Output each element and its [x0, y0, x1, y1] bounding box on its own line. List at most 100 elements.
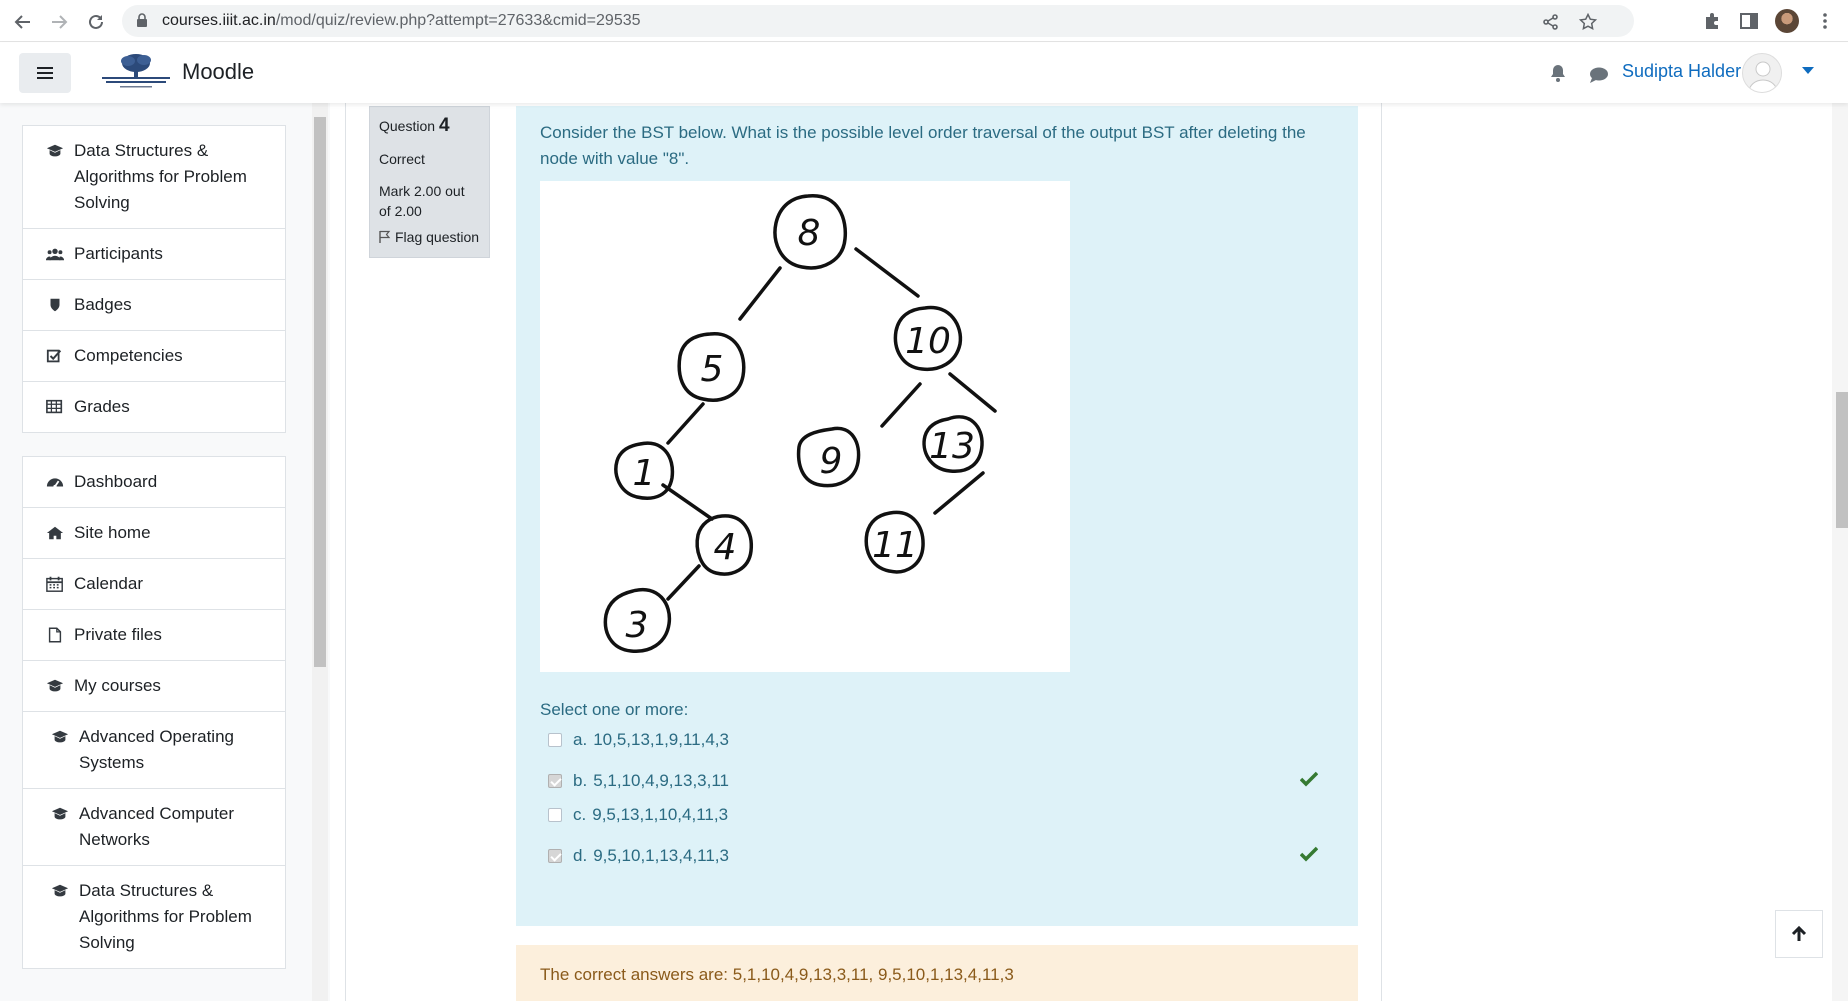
question-number: Question 4: [379, 115, 480, 137]
forward-arrow-icon[interactable]: [46, 9, 72, 35]
question-number-value: 4: [438, 115, 450, 136]
url-host: courses.iiit.ac.in: [162, 12, 276, 29]
drawer-scrollbar-thumb[interactable]: [314, 117, 326, 667]
back-to-top-button[interactable]: [1775, 910, 1823, 958]
bst-node-label: 9: [820, 441, 843, 482]
url-text: courses.iiit.ac.in/mod/quiz/review.php?a…: [162, 12, 641, 30]
drawer-item-label: Site home: [74, 523, 151, 542]
bst-edge: [738, 266, 782, 321]
drawer-item-label: Advanced Operating Systems: [79, 727, 234, 772]
answer-checkbox[interactable]: [548, 808, 562, 822]
table-icon: [46, 399, 63, 414]
site-brand[interactable]: Moodle: [182, 59, 255, 84]
extensions-puzzle-icon[interactable]: [1702, 10, 1724, 32]
question-mark: Mark 2.00 out of 2.00: [379, 183, 465, 219]
reload-icon[interactable]: [83, 9, 109, 35]
shield-icon: [50, 298, 60, 312]
answer-option-a[interactable]: a. 10,5,13,1,9,11,4,3: [548, 726, 1338, 754]
drawer-item-competencies[interactable]: Competencies: [23, 331, 285, 382]
answer-letter: a.: [573, 730, 588, 749]
drawer-item-grades[interactable]: Grades: [23, 382, 285, 432]
bst-node-circle: [922, 415, 984, 473]
answer-option-d[interactable]: d. 9,5,10,1,13,4,11,3: [548, 842, 1338, 870]
drawer-item-my-courses[interactable]: My courses: [23, 661, 285, 712]
drawer-item-label: Data Structures & Algorithms for Problem…: [79, 881, 252, 952]
flag-question-label: Flag question: [395, 229, 480, 245]
flag-question-button[interactable]: Flag question: [379, 229, 480, 245]
institute-logo[interactable]: [98, 51, 174, 93]
lock-icon: [137, 13, 147, 27]
answer-text: 9,5,10,1,13,4,11,3: [593, 846, 729, 865]
bst-node-circle: [773, 194, 848, 270]
arrow-up-icon: [1791, 925, 1807, 941]
drawer-item-course-acn[interactable]: Advanced Computer Networks: [23, 789, 285, 866]
bst-node-label: 4: [714, 527, 737, 568]
dashboard-icon: [46, 478, 64, 489]
answer-text: 5,1,10,4,9,13,3,11: [593, 771, 729, 790]
question-info-panel: Question 4 Correct Mark 2.00 out of 2.00…: [369, 106, 490, 258]
back-arrow-icon[interactable]: [10, 9, 36, 35]
drawer-item-label: Grades: [74, 397, 130, 416]
address-bar[interactable]: courses.iiit.ac.in/mod/quiz/review.php?a…: [122, 5, 1634, 37]
drawer-toggle-button[interactable]: [19, 53, 71, 93]
share-icon[interactable]: [1542, 13, 1560, 31]
question-state: Correct: [379, 151, 425, 167]
drawer-item-label: Calendar: [74, 574, 143, 593]
calendar-icon: [46, 576, 63, 592]
side-panel-icon[interactable]: [1738, 10, 1760, 32]
notification-bell-icon[interactable]: [1548, 63, 1568, 83]
drawer-item-dashboard[interactable]: Dashboard: [23, 457, 285, 508]
drawer-item-badges[interactable]: Badges: [23, 280, 285, 331]
messages-icon[interactable]: [1588, 65, 1610, 85]
home-icon: [46, 526, 64, 540]
drawer-item-course-dsa[interactable]: Data Structures & Algorithms for Problem…: [23, 866, 285, 968]
bst-node-label: 11: [872, 525, 918, 566]
answer-option-c[interactable]: c. 9,5,13,1,10,4,11,3: [548, 801, 1338, 829]
correct-check-icon: [1300, 771, 1318, 787]
drawer-item-course[interactable]: Data Structures & Algorithms for Problem…: [23, 126, 285, 229]
page-scrollbar-track[interactable]: [1832, 103, 1848, 1001]
answer-letter: b.: [573, 771, 588, 790]
drawer-item-participants[interactable]: Participants: [23, 229, 285, 280]
drawer-item-site-home[interactable]: Site home: [23, 508, 285, 559]
site-nav-group: Dashboard Site home Calendar Private fil…: [22, 456, 286, 969]
user-name[interactable]: Sudipta Halder: [1622, 61, 1742, 81]
answer-option-b[interactable]: b. 5,1,10,4,9,13,3,11: [548, 767, 1338, 795]
bst-node-label: 8: [798, 213, 821, 254]
bst-node-circle: [864, 510, 925, 574]
content-divider: [345, 103, 346, 1001]
graduation-cap-icon: [46, 144, 64, 157]
answer-prompt: Select one or more:: [540, 700, 689, 719]
graduation-cap-icon: [46, 679, 64, 692]
bst-node-label: 10: [905, 321, 951, 362]
bst-edge: [666, 564, 701, 601]
content-divider: [1381, 103, 1382, 1001]
drawer-item-label: Participants: [74, 244, 163, 263]
browser-profile-avatar[interactable]: [1775, 9, 1799, 33]
drawer-item-label: Dashboard: [74, 472, 158, 491]
bst-node-label: 5: [701, 349, 724, 390]
page-scrollbar-thumb[interactable]: [1836, 392, 1848, 528]
answer-checkbox-checked[interactable]: [548, 774, 562, 788]
drawer-item-private-files[interactable]: Private files: [23, 610, 285, 661]
bst-node-circle: [796, 426, 861, 488]
bst-node-circle: [614, 441, 675, 500]
answer-checkbox[interactable]: [548, 733, 562, 747]
check-square-icon: [46, 349, 62, 363]
graduation-cap-icon: [51, 884, 69, 897]
drawer-item-calendar[interactable]: Calendar: [23, 559, 285, 610]
answer-checkbox-checked[interactable]: [548, 849, 562, 863]
drawer-item-label: Private files: [74, 625, 162, 644]
users-icon: [46, 248, 64, 261]
drawer-item-label: Data Structures & Algorithms for Problem…: [74, 141, 247, 212]
user-menu-caret-icon[interactable]: [1802, 67, 1814, 74]
graduation-cap-icon: [51, 730, 69, 743]
browser-toolbar: courses.iiit.ac.in/mod/quiz/review.php?a…: [0, 0, 1848, 42]
browser-menu-icon[interactable]: [1814, 10, 1836, 32]
user-avatar[interactable]: [1742, 53, 1782, 93]
url-path: /mod/quiz/review.php?attempt=27633&cmid=…: [275, 12, 641, 29]
drawer-item-course-aos[interactable]: Advanced Operating Systems: [23, 712, 285, 789]
drawer-item-label: Advanced Computer Networks: [79, 804, 234, 849]
bst-node-label: 1: [633, 453, 656, 494]
star-icon[interactable]: [1579, 13, 1597, 31]
